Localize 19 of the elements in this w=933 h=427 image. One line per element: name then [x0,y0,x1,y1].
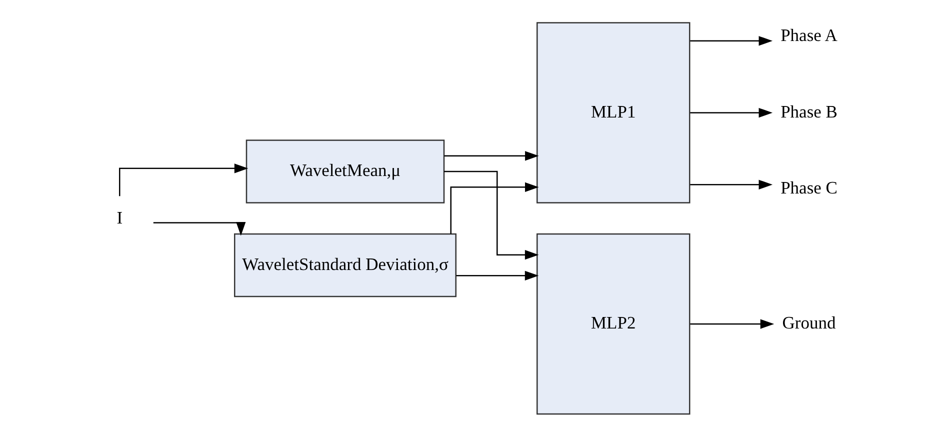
arrow [153,222,246,236]
arrow [690,179,773,189]
arrow [450,182,539,234]
arrow [456,270,539,280]
node-box: MLP2 [536,232,690,414]
arrow [444,170,539,260]
node-box: WaveletStandard Deviation,σ [234,232,456,297]
node-text: Phase B [780,100,838,121]
node-text: Phase A [780,24,838,45]
node-text: Phase C [780,177,838,198]
arrow [690,318,774,328]
node-text: Ground [782,312,836,332]
node-text: I [116,207,123,228]
arrow [119,163,248,196]
node-box: WaveletMean,μ [246,139,445,203]
node-box: MLP1 [536,22,690,203]
arrow [690,107,773,118]
arrow [444,150,539,160]
arrow [690,36,773,46]
